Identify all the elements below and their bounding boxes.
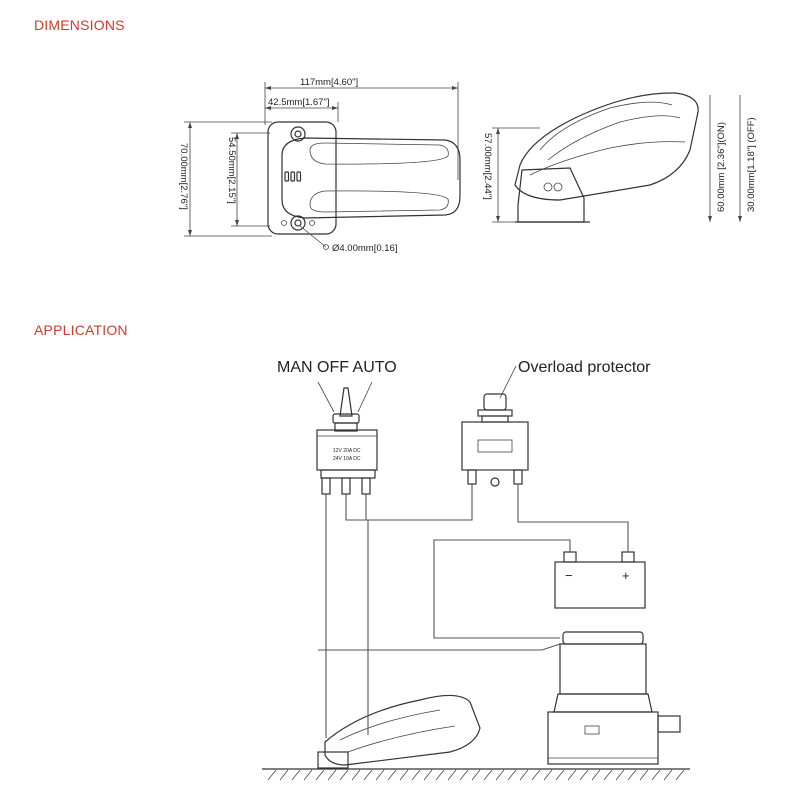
on-level-label: 60.00mm [2.36"](ON) (716, 122, 727, 212)
mount-width-label: 42.5mm[1.67"] (268, 97, 329, 108)
side-height-label: 57.00mm[2.44"] (482, 133, 493, 200)
overload-protector-label: Overload protector (518, 359, 651, 376)
battery-minus-terminal: − (565, 568, 573, 583)
hole-diameter-label: Ø4.00mm[0.16] (332, 243, 397, 254)
overall-height-label: 70.00mm[2.76"] (178, 143, 189, 210)
bilge-pump (547, 631, 681, 765)
off-level-label: 30.00mm[1.18"] (OFF) (746, 117, 757, 212)
overload-protector (461, 365, 529, 487)
side-view-drawing (492, 92, 742, 223)
wiring (318, 484, 629, 738)
overall-width-label: 117mm[4.60"] (300, 77, 358, 88)
switch-positions-label: MAN OFF AUTO (277, 359, 397, 376)
switch-rating-line1: 12V 20A DC (333, 448, 361, 454)
battery-plus-terminal: + (622, 568, 630, 583)
front-view-drawing (184, 82, 461, 250)
application-section-title: APPLICATION (34, 322, 128, 338)
toggle-switch (316, 381, 378, 495)
mount-height-label: 54.50mm[2.15"] (226, 137, 237, 204)
dimensions-section-title: DIMENSIONS (34, 17, 125, 33)
bilge-floor (262, 768, 690, 781)
float-switch (317, 694, 481, 769)
switch-rating-line2: 24V 10A DC (333, 456, 361, 462)
